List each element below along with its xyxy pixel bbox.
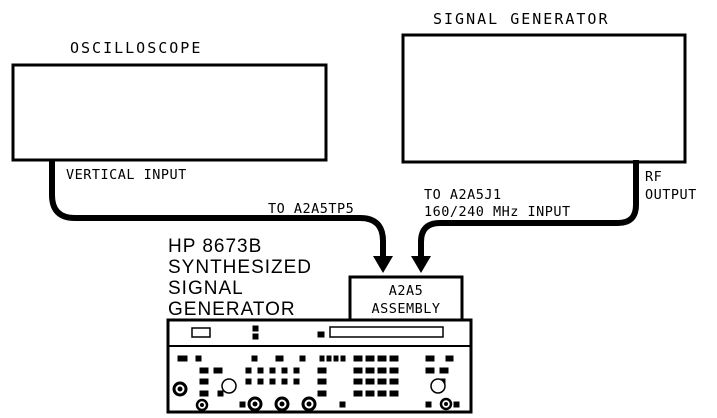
rf-output-label-2: OUTPUT bbox=[645, 187, 697, 203]
instrument-type-3: GENERATOR bbox=[168, 299, 296, 320]
rf-cable bbox=[418, 160, 639, 258]
signal-generator-box bbox=[401, 33, 687, 164]
hp8673b-front-panel bbox=[166, 318, 473, 414]
instrument-type-1: SYNTHESIZED bbox=[168, 257, 312, 278]
rf-output-label-1: RF bbox=[645, 169, 662, 185]
to-j1-label: TO A2A5J1 bbox=[424, 187, 502, 203]
connector-2-pin bbox=[252, 401, 258, 407]
frequency-display bbox=[329, 326, 444, 338]
indicator-2 bbox=[252, 333, 259, 340]
oscilloscope-box bbox=[11, 63, 328, 162]
key-row-1 bbox=[177, 355, 454, 362]
assembly-box bbox=[348, 275, 464, 322]
key-row-4 bbox=[199, 390, 460, 408]
vertical-input-label: VERTICAL INPUT bbox=[66, 167, 187, 183]
connector-5-pin bbox=[444, 402, 448, 406]
knob-center bbox=[221, 378, 237, 394]
indicator-3 bbox=[317, 331, 325, 338]
connector-1-pin bbox=[200, 403, 204, 407]
instrument-type-2: SIGNAL bbox=[168, 278, 244, 299]
instrument-label: HP 8673B SYNTHESIZED SIGNAL GENERATOR bbox=[168, 236, 312, 320]
power-switch bbox=[191, 327, 211, 338]
assembly-title: A2A5 bbox=[389, 283, 424, 299]
instrument-model: HP 8673B bbox=[168, 236, 262, 257]
a2a5-assembly: A2A5 ASSEMBLY bbox=[348, 275, 464, 322]
signal-generator-title: SIGNAL GENERATOR bbox=[433, 10, 610, 28]
tp5-arrowhead bbox=[373, 256, 393, 273]
assembly-subtitle: ASSEMBLY bbox=[371, 301, 440, 317]
knob-left-center bbox=[177, 386, 183, 392]
connector-4-pin bbox=[306, 401, 312, 407]
j1-arrowhead bbox=[411, 256, 431, 273]
mhz-input-label: 160/240 MHz INPUT bbox=[424, 204, 571, 220]
knob-right bbox=[430, 378, 446, 394]
connector-3-pin bbox=[279, 401, 285, 407]
oscilloscope-cable bbox=[49, 160, 386, 258]
to-tp5-label: TO A2A5TP5 bbox=[268, 201, 354, 217]
signal-generator: SIGNAL GENERATOR RF OUTPUT bbox=[401, 10, 697, 203]
oscilloscope: OSCILLOSCOPE VERTICAL INPUT bbox=[11, 39, 328, 183]
oscilloscope-title: OSCILLOSCOPE bbox=[70, 39, 202, 57]
indicator-1 bbox=[252, 325, 259, 332]
key-row-2 bbox=[199, 367, 449, 374]
